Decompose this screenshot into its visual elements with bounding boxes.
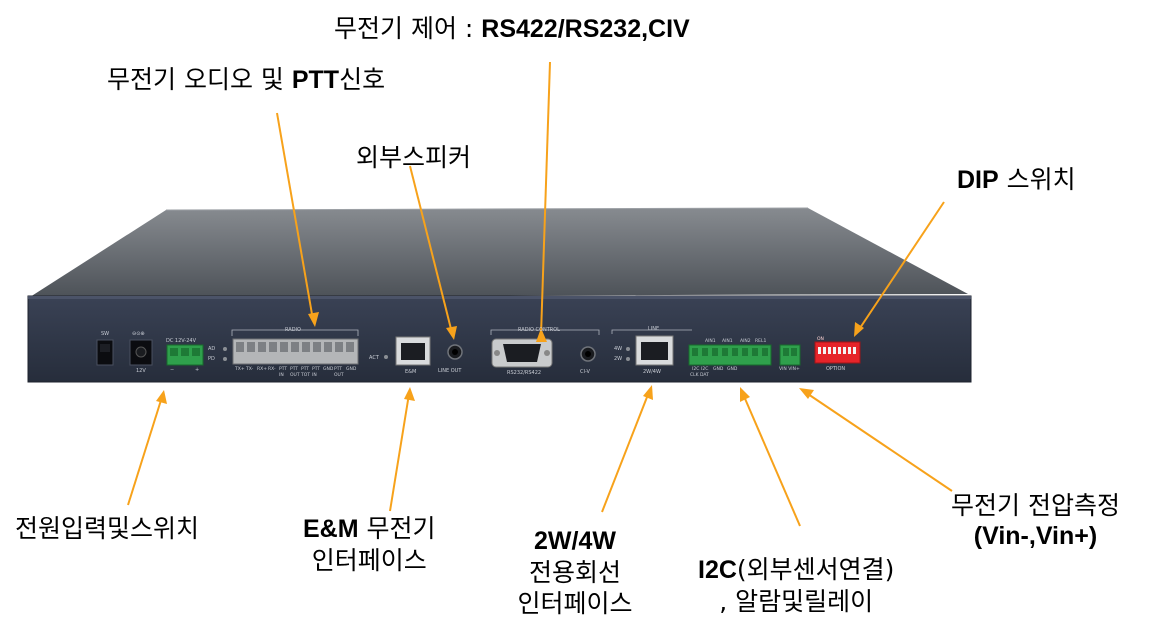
power-switch [96, 339, 114, 366]
panel-label-em: E&M [405, 369, 417, 375]
callout-radio-audio: 무전기 오디오 및 PTT신호 [107, 64, 385, 96]
radio-pin-label: PTT OUT [290, 367, 300, 378]
panel-label-minus: − [170, 367, 175, 373]
callout-line-1: 2W/4W [534, 527, 616, 555]
callout-ext-speaker: 외부스피커 [356, 143, 472, 172]
callout-radio-control-suffix: RS422/RS232,CIV [481, 15, 690, 43]
callout-em-line2: 인터페이스 [311, 546, 427, 575]
callout-voltage-line2: (Vin-,Vin+) [973, 522, 1098, 550]
arrow-dip-switch [857, 201, 945, 332]
callout-dip-prefix: DIP [957, 166, 999, 194]
callout-voltage: 무전기 전압측정 (Vin-,Vin+) [928, 490, 1143, 552]
i2c-pin-label-2: CLK DAT [690, 373, 709, 378]
radio-pin-label: TX- [246, 367, 254, 372]
radio-pin-label: PTT IN [312, 367, 321, 378]
callout-i2c-line2: , 알람및릴레이 [719, 587, 874, 616]
i2c-pin-label: I2C [692, 367, 700, 372]
callout-radio-audio-ptt: PTT [291, 66, 340, 94]
radio-pin-label: PTT IN [279, 367, 288, 378]
panel-label-ad: AD [208, 346, 216, 352]
callout-power: 전원입력및스위치 [15, 514, 200, 543]
panel-label-12v: 12V [136, 368, 146, 374]
callout-radio-control-prefix: 무전기 제어 : [334, 14, 482, 43]
callout-i2c-suffix: (외부센서연결) [736, 555, 895, 584]
panel-label-line-out: LINE OUT [438, 368, 462, 374]
callout-i2c-prefix: I2C [698, 556, 737, 584]
callout-radio-audio-suffix: 신호 [339, 65, 386, 94]
arrow-heads [156, 312, 864, 404]
panel-label-civ: CI-V [580, 369, 590, 375]
callout-voltage-line1: 무전기 전압측정 [951, 491, 1120, 520]
device-top-cover [30, 208, 968, 297]
arrow-voltage [804, 391, 953, 492]
i2c-terminal-block [688, 344, 772, 366]
arrow-radio-control [540, 61, 551, 336]
i2c-pin-label: I2C [701, 367, 709, 372]
callout-arrows [127, 61, 953, 527]
callout-em: E&M 무전기 인터페이스 [303, 513, 436, 576]
callout-line-2: 전용회선 [528, 558, 621, 587]
panel-label-pd: PD [208, 356, 215, 362]
arrow-power [127, 396, 163, 506]
relay-label: REL1 [755, 339, 767, 344]
callout-line: 2W/4W 전용회선 인터페이스 [510, 526, 640, 619]
callout-dip-suffix: 스위치 [998, 165, 1076, 194]
radio-pin-label: GND [323, 367, 334, 372]
panel-label-plus: + [195, 367, 200, 373]
panel-label-dc-range: DC 12V-24V [166, 338, 197, 344]
callout-radio-audio-prefix: 무전기 오디오 및 [107, 65, 292, 94]
panel-label-4w: 4W [614, 346, 623, 352]
callout-em-suffix: 무전기 [358, 514, 436, 543]
radio-pin-label: RX+ [257, 367, 267, 372]
relay-label: AIN1 [722, 339, 733, 344]
panel-label-radio-control: RADIO CONTROL [518, 327, 560, 333]
callout-em-prefix: E&M [303, 515, 359, 543]
panel-label-vin: VIN VIN+ [779, 367, 800, 372]
panel-label-rs232: RS232/RS422 [507, 370, 542, 376]
callout-i2c: I2C(외부센서연결) , 알람및릴레이 [698, 554, 894, 617]
panel-label-radio: RADIO [285, 327, 301, 333]
i2c-pin-label: GND [713, 367, 724, 372]
panel-label-dip-on: ON [817, 337, 824, 342]
arrow-line [601, 391, 650, 513]
radio-pin-label: PTT OUT [334, 367, 344, 378]
radio-pin-label: PTT TOT [301, 367, 311, 378]
panel-label-2w4w: 2W/4W [643, 369, 661, 375]
i2c-pin-label: GND [727, 367, 738, 372]
arrow-i2c [742, 393, 801, 527]
callout-radio-control: 무전기 제어 : RS422/RS232,CIV [334, 13, 690, 45]
arrow-em [389, 393, 410, 512]
panel-label-dc-symbol: ⊖⊙⊕ [132, 331, 145, 337]
callout-dip-switch: DIP 스위치 [957, 164, 1076, 196]
panel-label-option: OPTION [826, 366, 846, 372]
panel-label-line: LINE [648, 326, 660, 332]
relay-label: AIN1 [705, 339, 716, 344]
arrow-ext-speaker [409, 165, 453, 334]
callout-line-3: 인터페이스 [517, 589, 633, 618]
arrow-radio-audio [276, 112, 314, 321]
radio-pin-label: RX- [268, 367, 276, 372]
radio-pin-label: GND [346, 367, 357, 372]
relay-label: AIN2 [740, 339, 751, 344]
panel-label-2w: 2W [614, 356, 623, 362]
radio-pin-label: TX+ [235, 367, 245, 372]
panel-label-act: ACT [369, 355, 379, 361]
panel-label-sw: SW [101, 331, 110, 337]
